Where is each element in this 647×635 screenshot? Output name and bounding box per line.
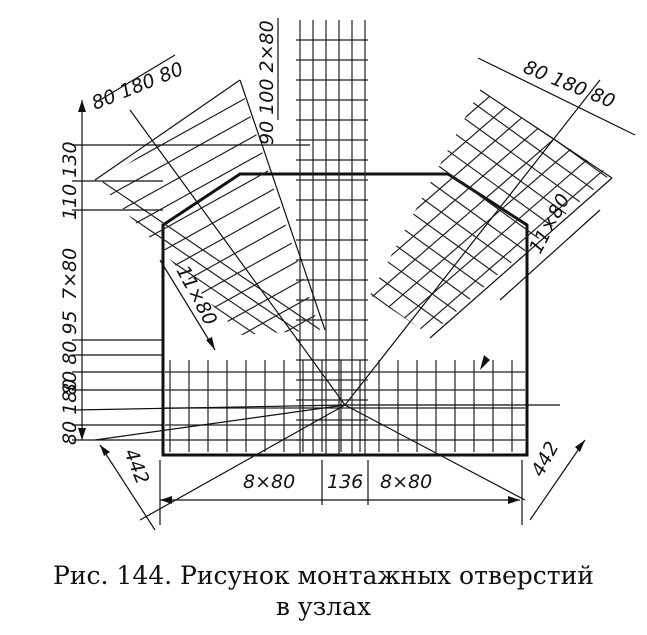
dim-right-diagonal: 11×80 [525,190,575,257]
grid-line [106,173,320,325]
grid-line [100,84,320,235]
dim-bottom-right: 8×80 [380,471,432,493]
dim-corner-right: 442 [527,438,563,480]
grid-line [370,90,610,335]
dim-left-top: 110 130 [59,141,81,220]
gusset-plate-outline [161,172,529,457]
horizontal-member-grid [165,360,525,452]
grid-line [100,84,320,335]
caption-line-2: в узлах [275,592,372,621]
figure-caption: Рис. 144. Рисунок монтажных отверстий в … [0,560,647,622]
mounting-holes-drawing: 90 100 2×80 110 130 7×80 80 80 95 80 180… [59,18,636,531]
grid-line [370,90,610,331]
grid-line [370,90,610,335]
grid-line [100,119,320,271]
grid-line [370,90,610,244]
dim-bottom-left: 8×80 [243,471,295,493]
caption-line-1: Рис. 144. Рисунок монтажных отверстий [53,561,594,590]
grid-line [370,90,610,335]
grid-line [370,90,610,335]
dim-left-group-top: 80 180 80 [89,58,187,115]
arrowheads [78,100,585,504]
vertical-member-grid [296,20,368,455]
dim-bottom-center: 136 [327,471,363,493]
dim-right-group-top: 80 180 80 [520,56,618,113]
grid-line [370,90,610,258]
dim-top-vertical: 90 100 2×80 [256,20,278,145]
grid-line [118,209,320,335]
grid-line [370,145,526,335]
grid-line [370,90,610,335]
dim-left-bottom-upper: 80 80 95 [59,310,81,395]
grid-line [100,84,320,199]
grid-line [370,90,610,335]
grid-line [130,246,320,335]
dim-left-bottom-lower: 80 180 [59,379,81,445]
grid-line [370,90,610,335]
grid-line [100,84,320,335]
grid-line [370,131,538,335]
grid-line [100,137,320,289]
dimension-lines [72,18,636,531]
right-diagonal-grid [370,90,610,335]
grid-line [370,90,598,325]
dim-left-mid: 7×80 [59,248,81,300]
grid-line [370,90,610,335]
grid-line [100,155,320,307]
grid-line [370,90,610,335]
dim-corner-left: 442 [119,446,153,488]
grid-line [124,228,320,335]
construction-lines [74,79,613,521]
